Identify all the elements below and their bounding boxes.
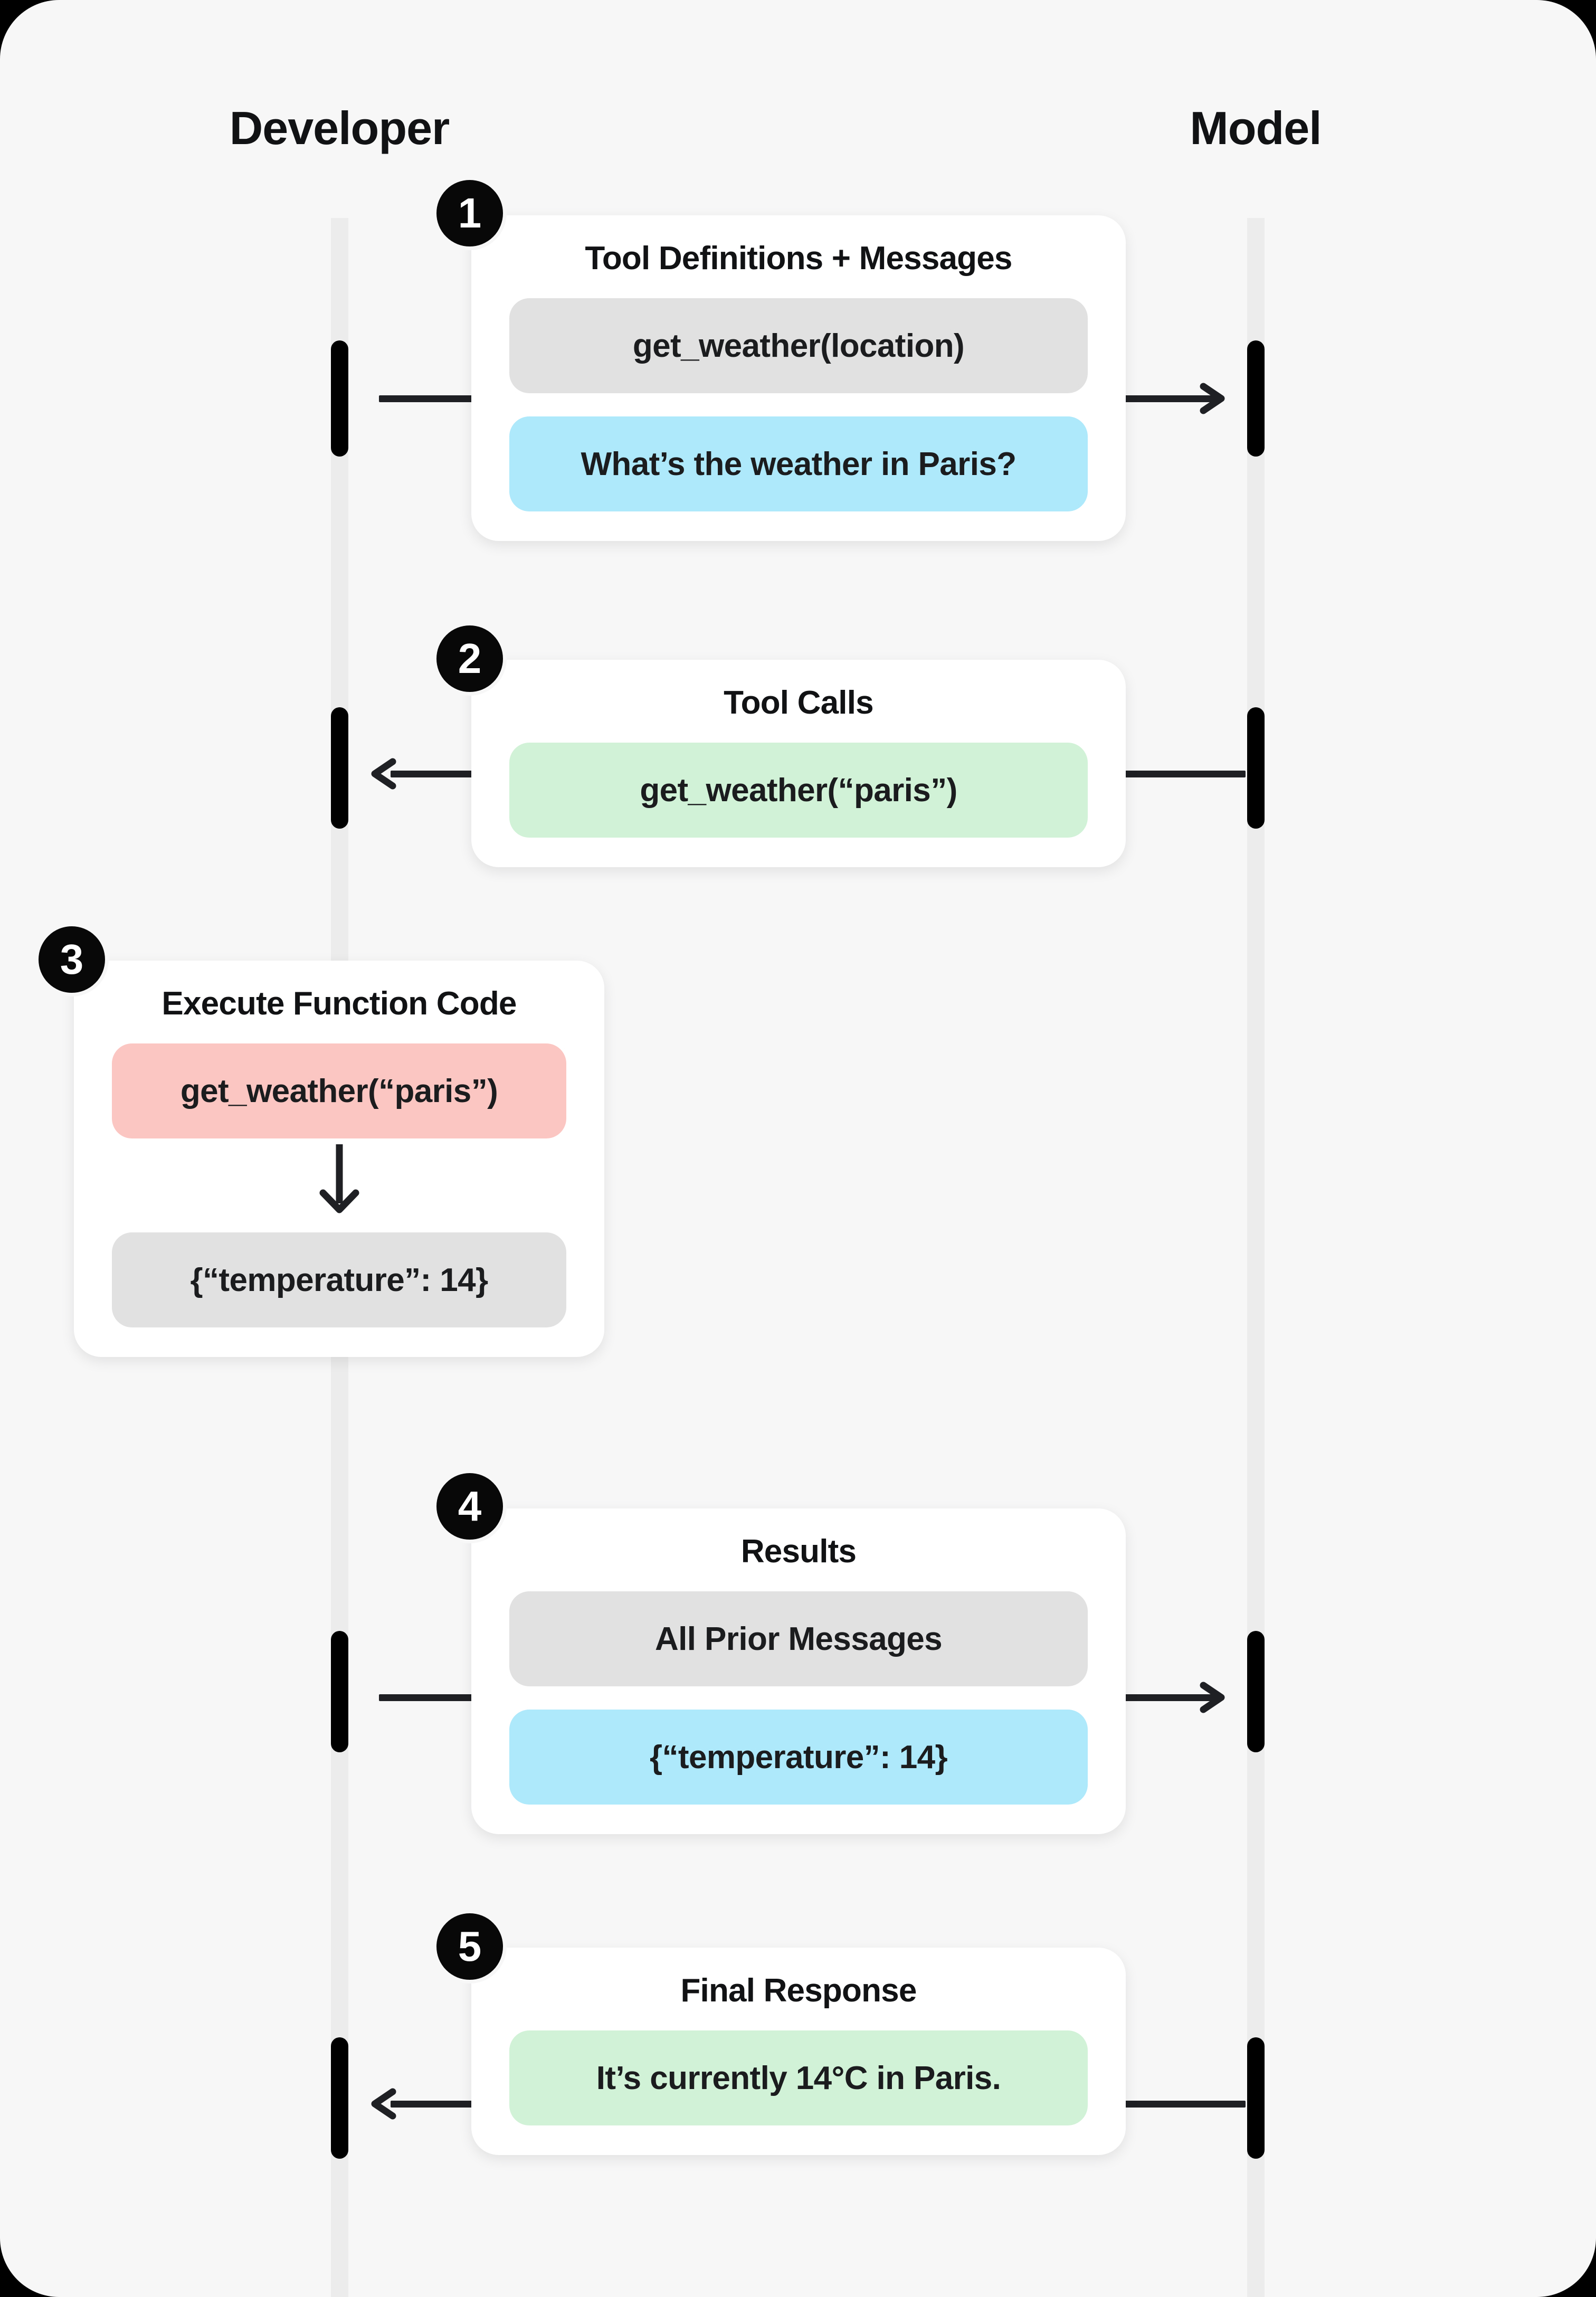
lifeline-model: [1247, 218, 1265, 2297]
arrowhead-right-icon-step1: [1195, 381, 1230, 416]
step-badge-1: 1: [433, 176, 507, 250]
step-card-2[interactable]: Tool Calls get_weather(“paris”): [471, 660, 1126, 867]
step-card-3[interactable]: Execute Function Code get_weather(“paris…: [74, 961, 604, 1357]
execution-flow-arrow-down-icon: [112, 1138, 566, 1218]
activation-bar-developer-step5: [331, 2037, 348, 2159]
step-badge-1-number: 1: [458, 189, 482, 236]
connector-line-step5: [391, 2101, 486, 2108]
arrowhead-left-icon-step2: [366, 756, 401, 791]
step-card-5-title: Final Response: [680, 1972, 917, 2009]
activation-bar-developer-step2: [331, 707, 348, 829]
step-card-4-pill-2: {“temperature”: 14}: [509, 1710, 1088, 1805]
activation-bar-model-step2: [1247, 707, 1265, 829]
step-card-3-pill-1: get_weather(“paris”): [112, 1043, 566, 1138]
step-card-4[interactable]: Results All Prior Messages {“temperature…: [471, 1508, 1126, 1834]
step-badge-5: 5: [433, 1910, 507, 1983]
step-badge-2-number: 2: [458, 635, 482, 682]
connector-line-step4-right: [1124, 1694, 1219, 1701]
connector-line-step1: [379, 395, 484, 402]
step-card-2-pill-1: get_weather(“paris”): [509, 743, 1088, 838]
activation-bar-developer-step4: [331, 1631, 348, 1752]
activation-bar-developer-step1: [331, 340, 348, 457]
activation-bar-model-step5: [1247, 2037, 1265, 2159]
step-card-2-title: Tool Calls: [724, 685, 873, 721]
column-header-developer: Developer: [229, 102, 450, 154]
step-badge-5-number: 5: [458, 1923, 482, 1970]
step-card-1-title: Tool Definitions + Messages: [585, 240, 1012, 277]
column-header-model: Model: [1190, 102, 1322, 154]
step-card-3-pill-2: {“temperature”: 14}: [112, 1232, 566, 1327]
connector-line-step4: [379, 1694, 484, 1701]
step-card-5[interactable]: Final Response It’s currently 14°C in Pa…: [471, 1948, 1126, 2155]
step-badge-3-number: 3: [60, 936, 84, 983]
step-card-1[interactable]: Tool Definitions + Messages get_weather(…: [471, 215, 1126, 541]
connector-line-step2-right: [1124, 771, 1246, 777]
step-badge-4: 4: [433, 1469, 507, 1543]
step-card-1-pill-1: get_weather(location): [509, 298, 1088, 393]
connector-line-step2: [391, 771, 486, 777]
step-card-5-pill-1: It’s currently 14°C in Paris.: [509, 2030, 1088, 2125]
connector-line-step5-right: [1124, 2101, 1246, 2108]
step-badge-2: 2: [433, 622, 507, 696]
step-card-3-title: Execute Function Code: [162, 985, 517, 1022]
activation-bar-model-step4: [1247, 1631, 1265, 1752]
step-card-1-pill-2: What’s the weather in Paris?: [509, 416, 1088, 511]
step-card-4-pill-1: All Prior Messages: [509, 1591, 1088, 1686]
step-card-4-title: Results: [740, 1533, 857, 1570]
arrowhead-left-icon-step5: [366, 2086, 401, 2121]
step-badge-3: 3: [35, 923, 109, 996]
activation-bar-model-step1: [1247, 340, 1265, 457]
arrowhead-right-icon-step4: [1195, 1680, 1230, 1715]
step-badge-4-number: 4: [458, 1483, 482, 1530]
connector-line-step1-right: [1124, 395, 1219, 402]
